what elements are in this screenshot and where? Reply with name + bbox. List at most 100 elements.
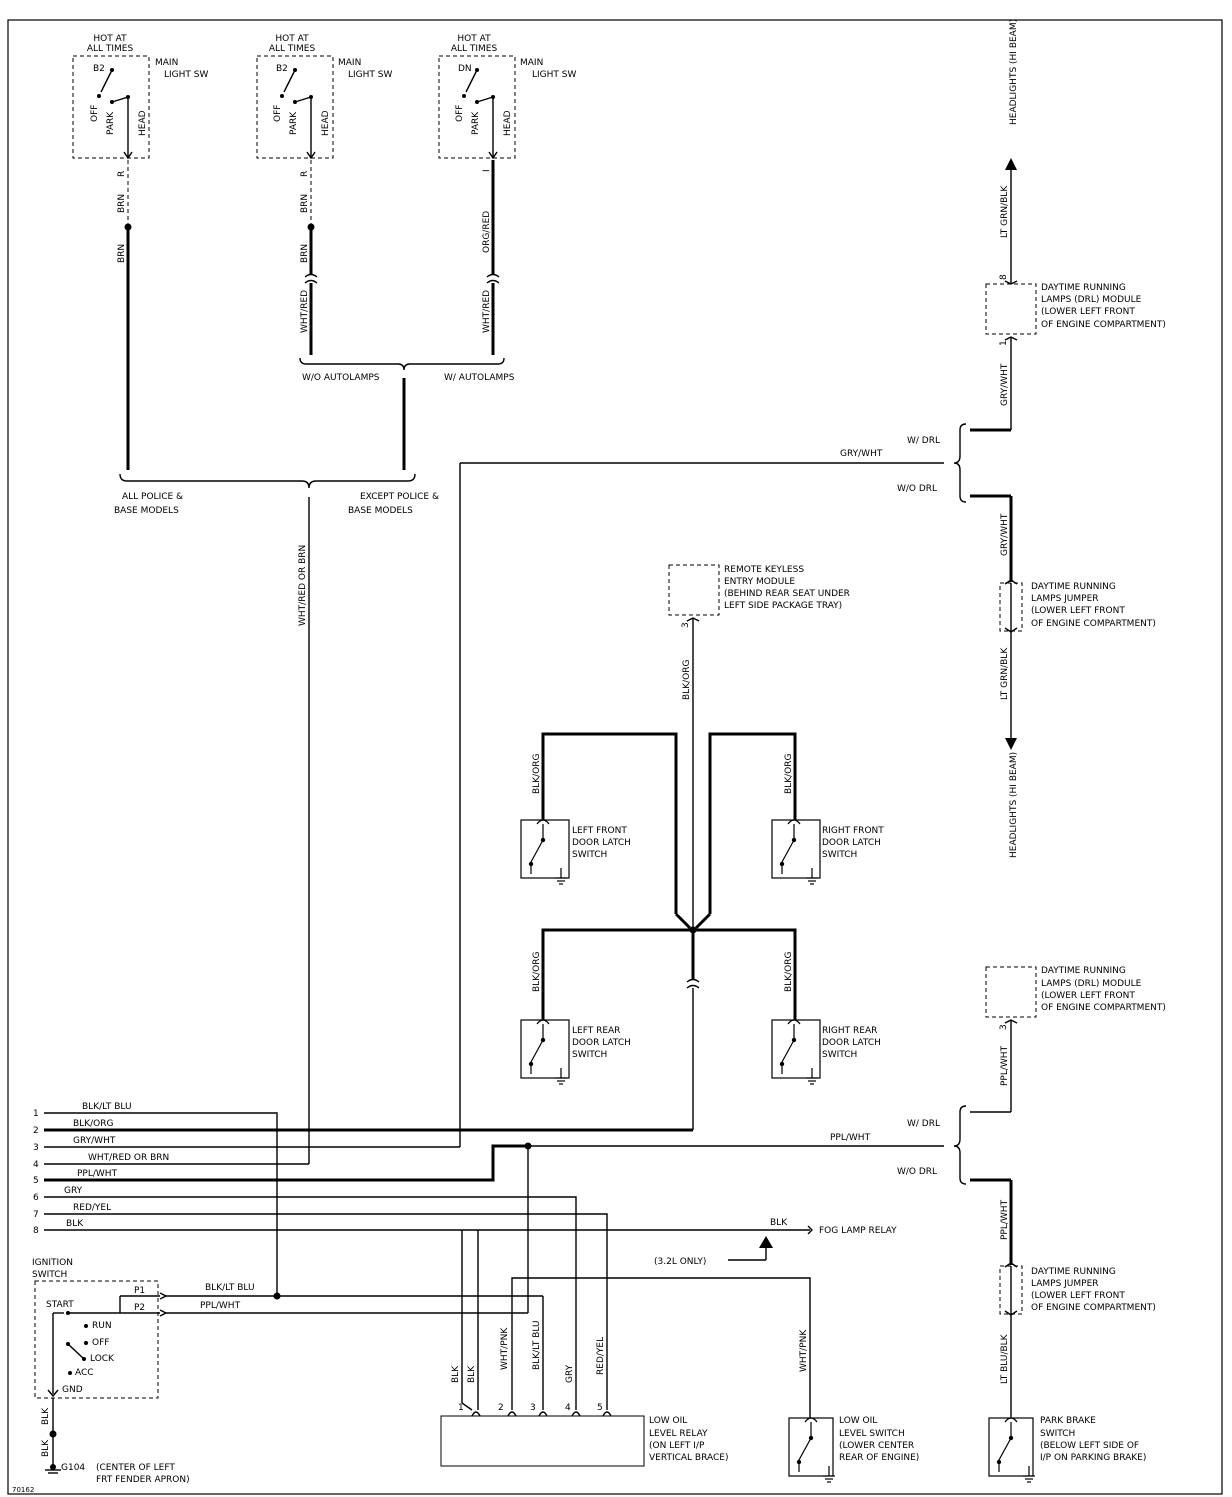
svg-text:HEAD: HEAD <box>321 110 331 136</box>
svg-text:RIGHT REAR: RIGHT REAR <box>822 1026 877 1036</box>
svg-text:OFF: OFF <box>455 105 465 122</box>
low-oil-level-relay: LOW OIL LEVEL RELAY (ON LEFT I/P VERTICA… <box>440 1230 811 1467</box>
svg-text:W/ AUTOLAMPS: W/ AUTOLAMPS <box>444 373 515 383</box>
svg-text:BRN: BRN <box>117 194 127 213</box>
left-front-door-latch-switch <box>520 819 570 885</box>
svg-text:(LOWER LEFT FRONT: (LOWER LEFT FRONT <box>1031 1291 1125 1301</box>
svg-text:BLK/ORG: BLK/ORG <box>532 952 542 992</box>
svg-text:W/O AUTOLAMPS: W/O AUTOLAMPS <box>302 373 380 383</box>
bus-wire-label: WHT/RED OR BRN <box>88 1153 169 1163</box>
svg-text:BLK/ORG: BLK/ORG <box>784 952 794 992</box>
bus-pin-number: 6 <box>33 1193 39 1203</box>
svg-text:W/ DRL: W/ DRL <box>907 1119 940 1129</box>
low-oil-level-switch-label: LOW OIL LEVEL SWITCH (LOWER CENTER REAR … <box>839 1416 919 1463</box>
svg-text:BLK/ORG: BLK/ORG <box>532 754 542 794</box>
svg-text:BRN: BRN <box>300 244 310 263</box>
svg-text:I: I <box>482 169 492 172</box>
svg-text:RED/YEL: RED/YEL <box>596 1337 606 1375</box>
svg-text:PARK: PARK <box>289 111 299 135</box>
svg-text:W/O DRL: W/O DRL <box>897 1167 937 1177</box>
svg-text:(CENTER OF LEFT: (CENTER OF LEFT <box>96 1463 175 1473</box>
svg-text:DOOR LATCH: DOOR LATCH <box>822 838 881 848</box>
svg-text:B2: B2 <box>276 64 288 74</box>
svg-text:FRT FENDER APRON): FRT FENDER APRON) <box>96 1475 190 1485</box>
svg-text:EXCEPT POLICE &: EXCEPT POLICE & <box>360 492 439 502</box>
svg-text:LAMPS (DRL) MODULE: LAMPS (DRL) MODULE <box>1041 979 1142 989</box>
svg-text:BLK/ORG: BLK/ORG <box>784 754 794 794</box>
svg-text:GND: GND <box>62 1385 83 1395</box>
svg-text:BLK/LT BLU: BLK/LT BLU <box>205 1283 255 1293</box>
main-light-switch-3: HOT AT ALL TIMES MAIN LIGHT SW DN OFF PA… <box>438 34 576 160</box>
svg-text:(LOWER CENTER: (LOWER CENTER <box>839 1441 914 1451</box>
svg-text:BRN: BRN <box>300 194 310 213</box>
svg-text:G104: G104 <box>61 1463 85 1473</box>
svg-text:LT GRN/BLK: LT GRN/BLK <box>1000 185 1010 238</box>
svg-text:DN: DN <box>458 64 472 74</box>
svg-text:LT BLU/BLK: LT BLU/BLK <box>1000 1333 1010 1384</box>
svg-text:MAIN: MAIN <box>520 58 543 68</box>
svg-text:LEVEL SWITCH: LEVEL SWITCH <box>839 1429 905 1439</box>
svg-text:LEFT REAR: LEFT REAR <box>572 1026 620 1036</box>
svg-text:LIGHT SW: LIGHT SW <box>348 70 392 80</box>
svg-text:BLK: BLK <box>41 1439 51 1457</box>
svg-text:5: 5 <box>597 1403 603 1413</box>
svg-text:OF ENGINE COMPARTMENT): OF ENGINE COMPARTMENT) <box>1031 619 1156 629</box>
svg-text:BLK: BLK <box>451 1365 461 1383</box>
svg-text:REAR OF ENGINE): REAR OF ENGINE) <box>839 1453 919 1463</box>
svg-text:DOOR LATCH: DOOR LATCH <box>572 1038 631 1048</box>
svg-text:BLK: BLK <box>467 1365 477 1383</box>
drl-upper: HEADLIGHTS (HI BEAM) LT GRN/BLK 8 DAYTIM… <box>460 19 1166 858</box>
svg-text:DOOR LATCH: DOOR LATCH <box>822 1038 881 1048</box>
svg-text:DAYTIME RUNNING: DAYTIME RUNNING <box>1041 283 1126 293</box>
svg-text:B2: B2 <box>93 64 105 74</box>
bus-pin-number: 1 <box>33 1109 39 1119</box>
svg-text:GRY: GRY <box>565 1364 575 1383</box>
svg-text:(LOWER LEFT FRONT: (LOWER LEFT FRONT <box>1031 606 1125 616</box>
svg-text:PARK BRAKE: PARK BRAKE <box>1040 1416 1096 1426</box>
right-front-door-latch-switch <box>771 819 821 885</box>
svg-text:LOW OIL: LOW OIL <box>649 1416 687 1426</box>
bus-wire-label: GRY <box>64 1186 83 1196</box>
bus-pin-number: 8 <box>33 1226 39 1236</box>
svg-text:BASE MODELS: BASE MODELS <box>114 506 179 516</box>
svg-text:DAYTIME RUNNING: DAYTIME RUNNING <box>1031 582 1116 592</box>
svg-text:3: 3 <box>530 1403 536 1413</box>
svg-text:8: 8 <box>999 274 1009 280</box>
svg-text:(3.2L ONLY): (3.2L ONLY) <box>654 1257 706 1267</box>
svg-text:GRY/WHT: GRY/WHT <box>840 449 883 459</box>
svg-text:SWITCH: SWITCH <box>1040 1429 1075 1439</box>
bus-wire-label: BLK/ORG <box>73 1119 113 1129</box>
svg-text:W/ DRL: W/ DRL <box>907 436 940 446</box>
svg-text:WHT/RED: WHT/RED <box>482 290 492 333</box>
svg-text:GRY/WHT: GRY/WHT <box>1000 513 1010 556</box>
svg-text:PPL/WHT: PPL/WHT <box>200 1301 241 1311</box>
svg-text:1: 1 <box>999 340 1009 346</box>
svg-text:BASE MODELS: BASE MODELS <box>348 506 413 516</box>
svg-text:R: R <box>300 171 310 177</box>
svg-text:BLK/ORG: BLK/ORG <box>682 660 692 700</box>
svg-text:HOT AT: HOT AT <box>457 34 491 44</box>
svg-text:P2: P2 <box>134 1303 145 1313</box>
svg-text:ALL POLICE &: ALL POLICE & <box>122 492 183 502</box>
right-rear-door-latch-switch <box>771 1019 821 1085</box>
drl-lower: DAYTIME RUNNING LAMPS (DRL) MODULE (LOWE… <box>528 966 1166 1463</box>
svg-text:WHT/PNK: WHT/PNK <box>799 1329 809 1372</box>
switch-wires: R BRN BRN R BRN BRN WHT/RED I ORG/RED WH… <box>117 160 500 470</box>
svg-text:3: 3 <box>681 622 691 628</box>
bus-pin-number: 7 <box>33 1210 39 1220</box>
figure-id: 70162 <box>12 1486 34 1494</box>
svg-text:SWITCH: SWITCH <box>822 850 857 860</box>
svg-text:SWITCH: SWITCH <box>822 1050 857 1060</box>
door-switch-labels: LEFT FRONT DOOR LATCH SWITCH RIGHT FRONT… <box>572 826 884 1060</box>
svg-text:ENTRY MODULE: ENTRY MODULE <box>724 577 795 587</box>
svg-text:BLK/LT BLU: BLK/LT BLU <box>532 1320 542 1370</box>
svg-text:HOT AT: HOT AT <box>93 34 127 44</box>
bus-pin-number: 2 <box>33 1126 39 1136</box>
door-latch-switches: BLK/ORG BLK/ORG BLK/ORG BLK/ORG <box>532 732 797 1130</box>
svg-text:(BEHIND REAR SEAT UNDER: (BEHIND REAR SEAT UNDER <box>724 589 850 599</box>
svg-text:LT GRN/BLK: LT GRN/BLK <box>1000 647 1010 700</box>
svg-text:SWITCH: SWITCH <box>32 1270 67 1280</box>
svg-text:OFF: OFF <box>92 1338 109 1348</box>
